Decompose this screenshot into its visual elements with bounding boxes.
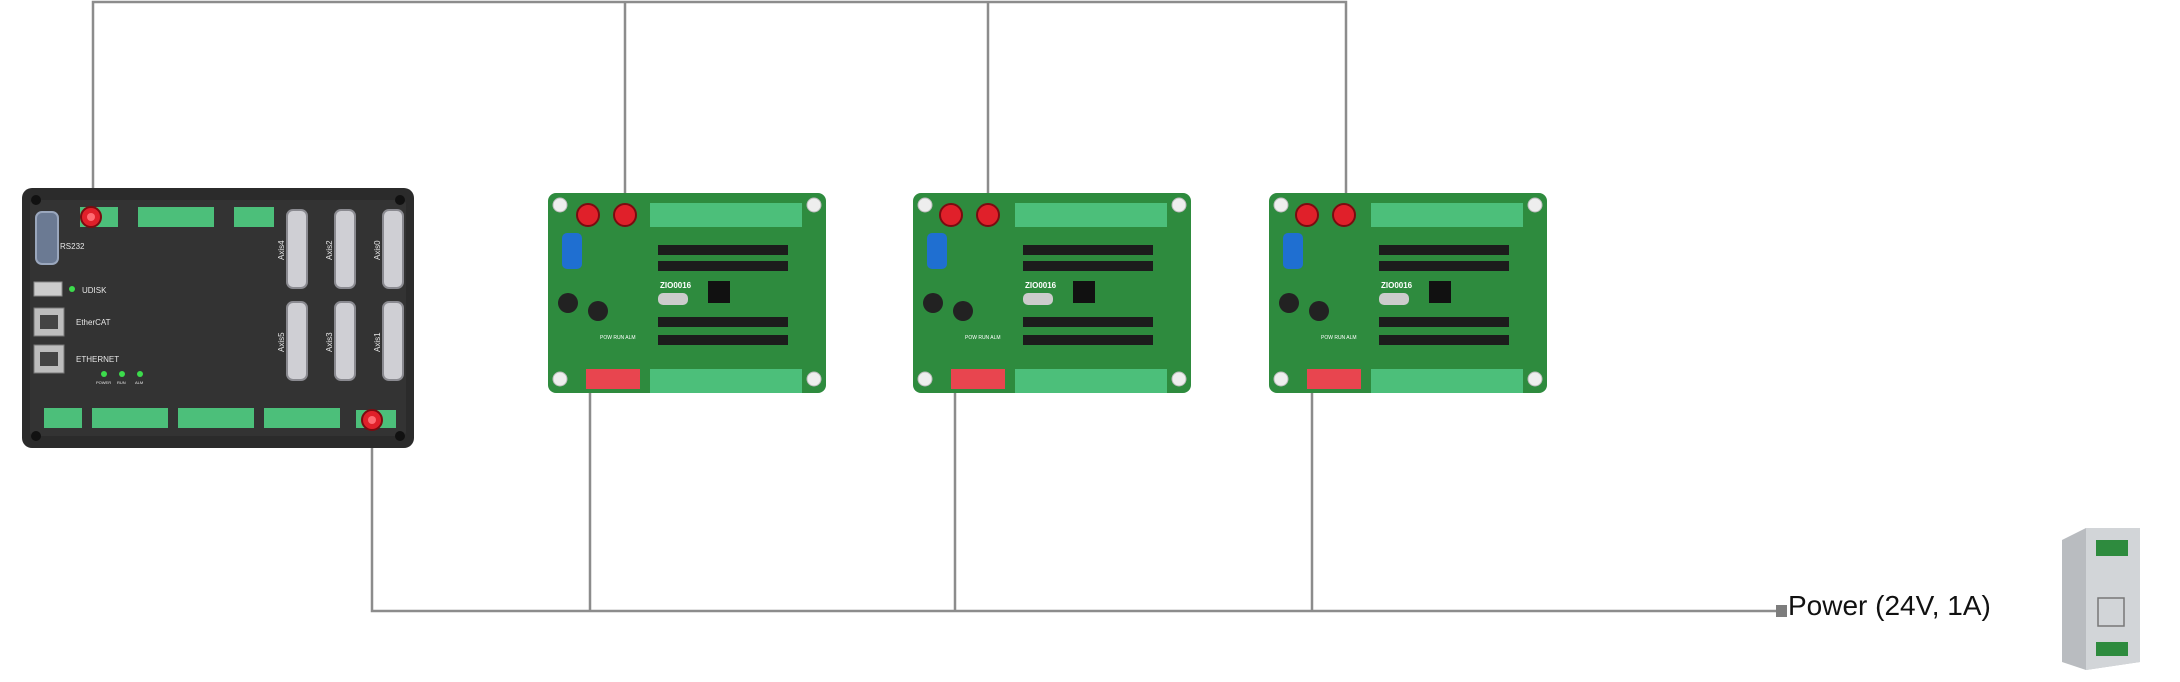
power-wire-terminal (1776, 605, 1787, 617)
can-out-connector-icon (613, 203, 637, 227)
label-axis3: Axis3 (325, 332, 334, 352)
board-model-label: ZIO0016 (1025, 281, 1057, 290)
label-led-run: RUN (117, 380, 126, 385)
power-wires (370, 380, 1778, 613)
motion-controller: RS232 UDISK EtherCAT ETHERNET Axis4 Axis… (22, 188, 414, 448)
label-axis0: Axis0 (373, 240, 382, 260)
label-axis4: Axis4 (277, 240, 286, 260)
label-ethercat: EtherCAT (76, 318, 111, 327)
power-label: Power (24V, 1A) (1788, 590, 1991, 621)
io-board-1: ZIO0016 POW RUN ALM (548, 193, 826, 393)
label-led-power: POWER (96, 380, 111, 385)
can-bus-wires (91, 0, 1348, 212)
board-status-leds-label: POW RUN ALM (600, 335, 636, 341)
label-udisk: UDISK (82, 286, 107, 295)
label-ethernet: ETHERNET (76, 355, 119, 364)
can-out-connector-icon (1332, 203, 1356, 227)
power-supply (2062, 528, 2140, 670)
label-axis1: Axis1 (373, 332, 382, 352)
board-model-label: ZIO0016 (660, 281, 692, 290)
can-in-connector-icon (576, 203, 600, 227)
board-model-label: ZIO0016 (1381, 281, 1413, 290)
io-board-3: ZIO0016 POW RUN ALM (1269, 193, 1547, 393)
can-in-connector-icon (1295, 203, 1319, 227)
label-axis2: Axis2 (325, 240, 334, 260)
board-status-leds-label: POW RUN ALM (965, 335, 1001, 341)
board-status-leds-label: POW RUN ALM (1321, 335, 1357, 341)
label-led-alm: ALM (135, 380, 143, 385)
label-axis5: Axis5 (277, 332, 286, 352)
can-in-connector-icon (939, 203, 963, 227)
label-rs232: RS232 (60, 242, 85, 251)
io-board-2: ZIO0016 POW RUN ALM (913, 193, 1191, 393)
can-out-connector-icon (976, 203, 1000, 227)
